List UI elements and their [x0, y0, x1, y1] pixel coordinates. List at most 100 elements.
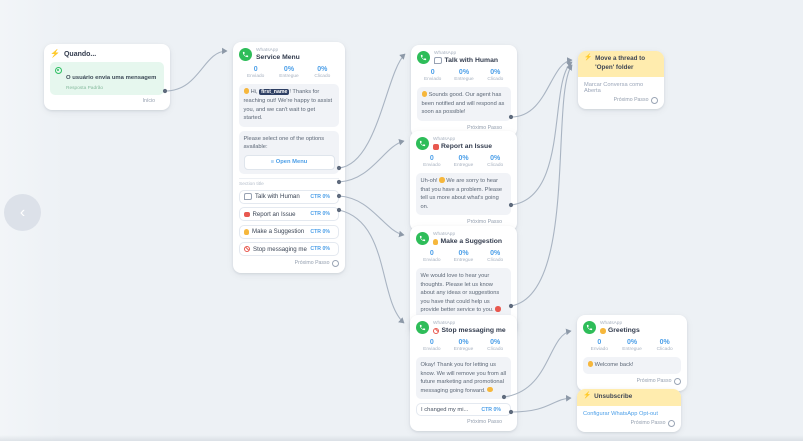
whatsapp-icon	[416, 137, 429, 151]
ctr-badge: CTR 0%	[310, 193, 330, 200]
stat-delivered-value: 0%	[283, 65, 295, 73]
alert-icon	[244, 211, 250, 218]
open-menu-button[interactable]: ≡ Open Menu	[243, 154, 335, 171]
node-title: Make a Suggestion	[433, 238, 502, 246]
menu-option-report-an-issue[interactable]: Report an Issue CTR 0%	[239, 207, 339, 222]
wire-option1-to-talk-with-human	[338, 53, 406, 169]
list-icon: ≡	[270, 159, 275, 166]
whatsapp-icon	[416, 232, 429, 246]
next-step-handle[interactable]	[332, 259, 339, 267]
trigger-condition[interactable]: O usuário envia uma mensagem Resposta Pa…	[50, 62, 164, 95]
reply-button-i-changed-my-mind[interactable]: I changed my mi... CTR 0%	[416, 403, 511, 417]
next-step-label: Próximo Passo	[467, 219, 502, 226]
whatsapp-icon	[416, 321, 429, 335]
channel-label: WhatsApp	[256, 48, 279, 53]
message-bubble-menu: Please select one of the options availab…	[239, 130, 339, 175]
trigger-output-label: Início	[142, 97, 155, 104]
block-icon	[433, 327, 439, 334]
wire-stop-next-to-unsubscribe	[510, 394, 572, 413]
stat-sent-value: 0	[253, 65, 258, 73]
heart-emoji	[495, 306, 501, 312]
bulb-icon	[244, 229, 249, 235]
message-bubble: Uh-oh! We are sorry to hear that you hav…	[416, 173, 511, 216]
smile-emoji	[421, 91, 427, 97]
whatsapp-icon	[239, 48, 252, 62]
action-description: Marcar Conversa como Aberta	[584, 81, 644, 94]
stat-clicked-label: Clicado	[314, 74, 331, 79]
next-step-handle[interactable]	[651, 96, 658, 104]
node-unsubscribe[interactable]: ⚡ Unsubscribe Configurar WhatsApp Opt-ou…	[577, 389, 681, 432]
wire-report-to-move-thread	[510, 61, 573, 206]
whatsapp-icon	[417, 51, 430, 65]
ctr-badge: CTR 0%	[310, 228, 330, 235]
next-step-label: Próximo Passo	[467, 419, 502, 426]
stat-delivered-label: Entregue	[279, 74, 299, 79]
select-prompt: Please select one of the options availab…	[243, 135, 325, 151]
next-step-handle[interactable]	[668, 419, 675, 427]
smile-emoji	[587, 361, 593, 367]
next-step-label: Próximo Passo	[636, 378, 672, 385]
ctr-badge: CTR 0%	[310, 246, 330, 253]
ctr-badge: CTR 0%	[481, 406, 501, 413]
menu-option-talk-with-human[interactable]: Talk with Human CTR 0%	[239, 189, 339, 204]
wire-option3-to-make-suggestion	[338, 195, 405, 238]
chat-icon	[244, 193, 252, 201]
message-bubble: Welcome back!	[583, 357, 681, 374]
action-bolt-icon: ⚡	[584, 54, 593, 61]
alert-icon	[433, 144, 439, 150]
section-title-label: Section title	[239, 182, 264, 188]
worried-emoji	[439, 177, 445, 183]
node-title: Service Menu	[256, 53, 300, 61]
wire-option4-to-stop-messaging	[338, 209, 405, 324]
divider	[239, 178, 339, 180]
chevron-left-icon: ‹	[19, 203, 26, 221]
message-bubble: Sounds good. Our agent has been notified…	[417, 87, 511, 121]
node-title: Report an Issue	[433, 143, 492, 151]
variable-chip-first-name: first_name	[259, 89, 290, 96]
next-step-label: Próximo Passo	[630, 420, 666, 427]
trigger-condition-sub: Resposta Padrão	[66, 85, 104, 91]
node-trigger[interactable]: ⚡ Quando... O usuário envia uma mensagem…	[44, 44, 170, 110]
thumbs-up-emoji	[487, 386, 493, 393]
stat-sent-label: Enviado	[246, 74, 265, 79]
chat-icon	[434, 57, 442, 65]
next-step-label: Próximo Passo	[613, 97, 649, 104]
greeting-pre: Hi,	[250, 89, 260, 96]
action-title: Move a thread to 'Open' folder	[595, 55, 646, 71]
menu-option-make-a-suggestion[interactable]: Make a Suggestion CTR 0%	[239, 224, 339, 239]
node-move-thread-open[interactable]: ⚡ Move a thread to 'Open' folder Marcar …	[578, 51, 664, 109]
action-title: Unsubscribe	[594, 393, 633, 400]
message-bubble: Okay! Thank you for letting us know. We …	[416, 357, 511, 400]
wire-option2-to-report-issue	[338, 139, 405, 183]
collapse-panel-button[interactable]: ‹	[4, 194, 41, 231]
node-title: Greetings	[600, 327, 640, 335]
node-title: Stop messaging me	[433, 327, 506, 335]
trigger-condition-label: O usuário envia uma mensagem	[66, 75, 157, 81]
trigger-bolt-icon: ⚡	[50, 49, 60, 58]
wire-suggest-to-move-thread	[510, 64, 573, 307]
next-step-handle[interactable]	[674, 377, 681, 385]
message-bubble-greeting: Hi, first_name! Thanks for reaching out!…	[239, 84, 339, 127]
configure-optout-link[interactable]: Configurar WhatsApp Opt-out	[583, 410, 658, 417]
wave-emoji	[243, 88, 249, 94]
message-bubble: We would love to hear your thoughts. Ple…	[416, 268, 511, 319]
bulb-icon	[433, 239, 438, 245]
wire-trigger-to-service-menu	[164, 47, 228, 92]
stat-clicked-value: 0%	[317, 65, 328, 73]
menu-option-stop-messaging-me[interactable]: Stop messaging me CTR 0%	[239, 242, 339, 257]
wave-emoji	[600, 328, 606, 334]
whatsapp-icon	[583, 321, 596, 335]
message-received-icon	[55, 67, 62, 74]
